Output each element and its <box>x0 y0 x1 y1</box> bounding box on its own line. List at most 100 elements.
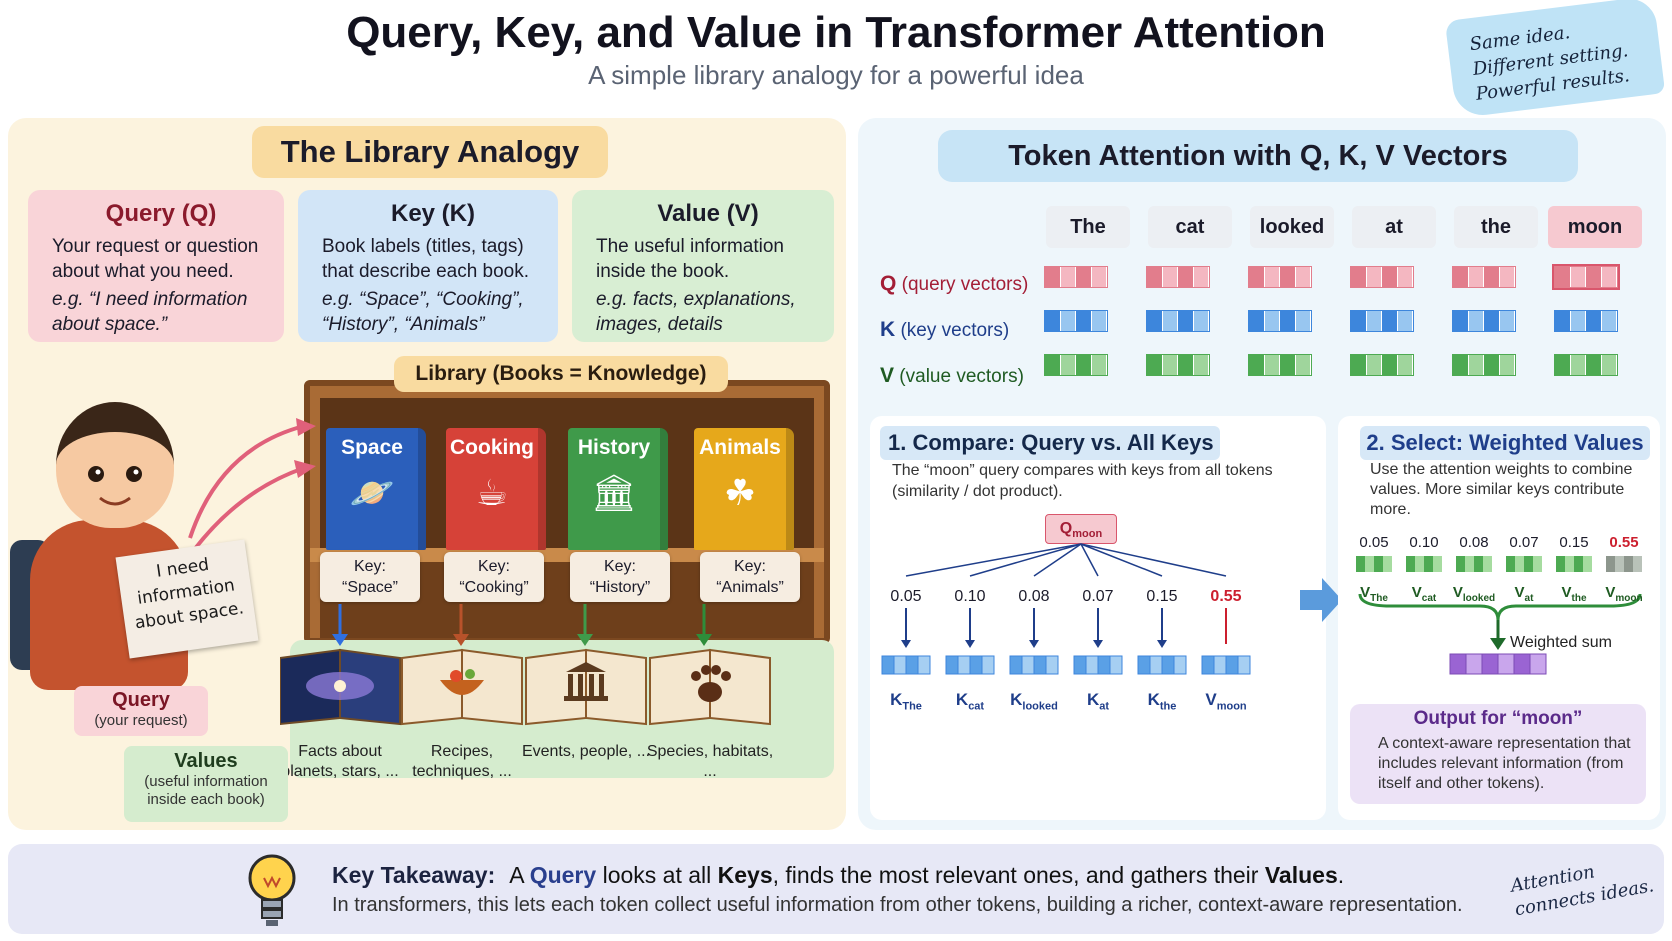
vector-q-1 <box>1146 266 1210 288</box>
takeaway-keys: Keys <box>717 862 773 888</box>
output-desc: A context-aware representation that incl… <box>1378 735 1631 792</box>
key-tag-space: Key: “Space” <box>320 552 420 602</box>
query-sign: I need information about space. <box>115 539 259 659</box>
select-title: 2. Select: Weighted Values <box>1360 426 1650 460</box>
weight-arrowhead <box>965 640 975 648</box>
output-title: Output for “moon” <box>1413 708 1583 729</box>
select-weight: 0.15 <box>1559 534 1589 551</box>
vector-q-0 <box>1044 266 1108 288</box>
page-subtitle: A simple library analogy for a powerful … <box>588 60 1084 90</box>
open-book-cooking <box>401 648 523 726</box>
compare-line <box>1033 543 1082 577</box>
library-label: Library (Books = Knowledge) <box>394 356 728 392</box>
book-space: Space 🪐 <box>326 428 426 550</box>
values-label-sub: (useful information inside each book) <box>144 773 268 808</box>
takeaway-text: , finds the most relevant ones, and gath… <box>772 862 1265 888</box>
values-label: Values (useful information inside each b… <box>124 746 288 822</box>
key-to-value-arrows <box>332 604 712 646</box>
sticky-note: Same idea. Different setting. Powerful r… <box>1444 0 1666 119</box>
token-looked: looked <box>1250 206 1334 248</box>
weight-arrowhead <box>1157 640 1167 648</box>
planet-icon: 🪐 <box>349 472 395 513</box>
attention-weight: 0.07 <box>1082 588 1114 605</box>
token-cat: cat <box>1148 206 1232 248</box>
vector-v-5 <box>1554 354 1618 376</box>
colosseum-icon: 🏛 <box>591 472 637 513</box>
value-label: VThe <box>1360 584 1388 604</box>
key-tag-value: “Cooking” <box>459 579 529 596</box>
key-vector <box>945 655 995 675</box>
takeaway-text: A <box>509 862 530 888</box>
open-book-space <box>280 648 401 726</box>
value-fact-animals: Species, habitats, ... <box>646 743 774 780</box>
book-history: History 🏛 <box>568 428 668 550</box>
value-desc: The useful information inside the book. <box>596 236 784 282</box>
takeaway-text: . <box>1337 862 1345 888</box>
next-step-arrow <box>1300 578 1342 622</box>
value-example: e.g. facts, explanations, images, detail… <box>596 289 796 335</box>
attention-weight: 0.15 <box>1146 588 1178 605</box>
value-vector <box>1456 556 1492 572</box>
shelf-board <box>310 548 824 562</box>
value-label: Vlooked <box>1452 584 1496 604</box>
key-vector <box>1137 655 1187 675</box>
compare-line <box>1080 543 1163 577</box>
key-tag-value: “Space” <box>341 579 399 596</box>
arrow-to-space-key <box>192 466 305 552</box>
book-cooking: Cooking ☕ <box>446 428 546 550</box>
select-weight: 0.55 <box>1609 534 1639 551</box>
chef-hat-icon: ☕ <box>475 472 509 513</box>
key-label: Klooked <box>1010 690 1058 713</box>
weight-arrowhead <box>901 640 911 648</box>
query-arrows <box>188 418 316 552</box>
key-tag-value: “Animals” <box>716 579 784 596</box>
open-books-graphic <box>280 604 771 726</box>
key-label: Kcat <box>955 690 985 713</box>
key-vector <box>1009 655 1059 675</box>
output-box <box>1350 704 1646 804</box>
vector-v-1 <box>1146 354 1210 376</box>
key-vector <box>881 655 931 675</box>
qkv-vector-grid <box>1040 264 1660 396</box>
q-row-label: Q (query vectors) <box>880 272 1028 296</box>
vector-v-3 <box>1350 354 1414 376</box>
arrowhead <box>296 418 316 436</box>
key-vector <box>1201 655 1251 675</box>
key-tag-animals: Key: “Animals” <box>700 552 800 602</box>
bowl-icon <box>440 680 484 695</box>
compare-line <box>1080 543 1099 577</box>
vector-k-3 <box>1350 310 1414 332</box>
v-row-label: V (value vectors) <box>880 364 1024 388</box>
attention-weight: 0.55 <box>1210 588 1242 605</box>
query-label-sub: (your request) <box>94 712 188 729</box>
attention-weight: 0.08 <box>1018 588 1050 605</box>
vector-k-1 <box>1146 310 1210 332</box>
book-title: Cooking <box>450 436 534 459</box>
key-heading: Key (K) <box>390 200 475 227</box>
value-card: Value (V) The useful information inside … <box>572 190 834 342</box>
k-row-text: (key vectors) <box>900 320 1010 341</box>
token-attention-title: Token Attention with Q, K, V Vectors <box>938 130 1578 182</box>
open-book-history <box>525 648 647 726</box>
compare-desc: The “moon” query compares with keys from… <box>892 462 1273 500</box>
token-at: at <box>1352 206 1436 248</box>
book-title: Animals <box>699 436 781 459</box>
arrowhead-history <box>577 634 593 646</box>
key-label: Kthe <box>1147 690 1177 713</box>
value-vector <box>1606 556 1642 572</box>
query-desc: Your request or question about what you … <box>52 236 259 282</box>
takeaway-line-2: In transformers, this lets each token co… <box>332 894 1463 916</box>
key-vector <box>1073 655 1123 675</box>
vector-k-0 <box>1044 310 1108 332</box>
q-row-text: (query vectors) <box>901 274 1029 295</box>
book-title: Space <box>341 436 403 459</box>
key-example: e.g. “Space”, “Cooking”, “History”, “Ani… <box>322 289 524 335</box>
paw-icon: ☘ <box>723 472 757 513</box>
compare-title: 1. Compare: Query vs. All Keys <box>880 426 1220 460</box>
value-vector <box>1406 556 1442 572</box>
value-vector <box>1506 556 1542 572</box>
query-moon-vector: Qmoon <box>1045 514 1117 544</box>
key-tag-value: “History” <box>589 579 651 596</box>
key-tag-label: Key: <box>353 558 386 575</box>
query-example: e.g. “I need information about space.” <box>52 289 248 335</box>
